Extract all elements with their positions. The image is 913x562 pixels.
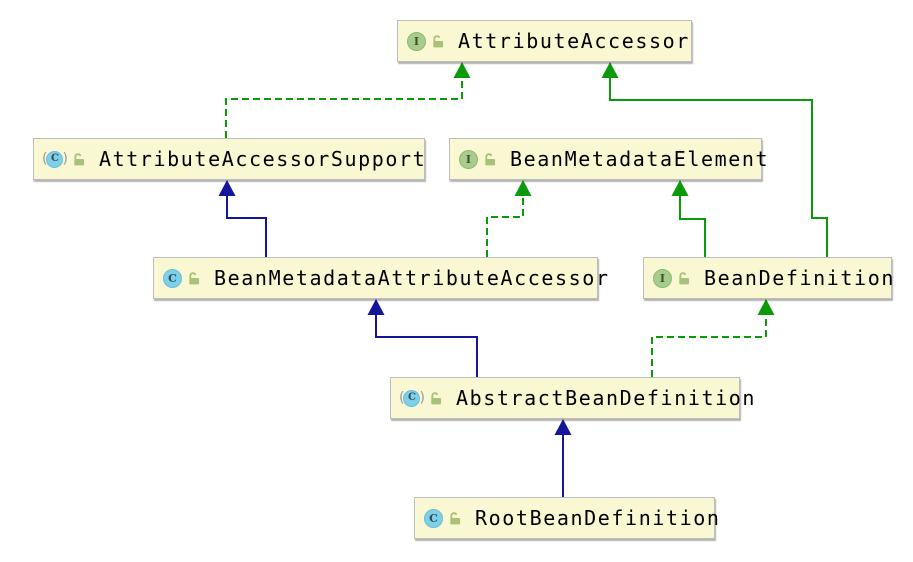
class-name-label: AttributeAccessorSupport xyxy=(98,147,427,171)
edge-line-bd-extends-bme xyxy=(679,196,706,257)
class-node-abstract-bean-definition[interactable]: (C) AbstractBeanDefinition xyxy=(390,377,754,419)
unlocked-padlock-icon xyxy=(429,391,444,406)
class-node-bean-definition[interactable]: I BeanDefinition xyxy=(643,257,895,299)
unlocked-padlock-icon xyxy=(72,152,87,167)
interface-icon: I xyxy=(653,268,672,288)
edge-arrowhead-abd-implements-bd xyxy=(757,299,775,315)
class-node-bean-metadata-attribute-accessor[interactable]: C BeanMetadataAttributeAccessor xyxy=(153,257,608,299)
edge-arrowhead-bmaa-implements-bme xyxy=(514,180,532,196)
edge-arrowhead-rbd-extends-abd xyxy=(554,419,572,435)
edge-arrowhead-abd-extends-bmaa xyxy=(367,299,385,315)
class-node-attribute-accessor-support[interactable]: (C) AttributeAccessorSupport xyxy=(33,138,425,180)
abstract-paren-right: ) xyxy=(419,390,425,406)
unlocked-padlock-icon xyxy=(677,271,692,286)
interface-icon: I xyxy=(459,149,478,169)
unlocked-padlock-icon xyxy=(448,511,463,526)
unlocked-padlock-icon xyxy=(187,271,202,286)
edge-line-abd-implements-bd xyxy=(651,315,767,377)
edge-line-bmaa-implements-bme xyxy=(486,196,524,257)
class-name-label: RootBeanDefinition xyxy=(475,506,721,530)
class-name-label: BeanMetadataAttributeAccessor xyxy=(214,266,610,290)
class-node-root-bean-definition[interactable]: C RootBeanDefinition xyxy=(414,497,719,539)
edge-line-bmaa-extends-aas xyxy=(226,196,267,257)
class-node-bean-metadata-element[interactable]: I BeanMetadataElement xyxy=(449,138,768,180)
abstract-class-icon: (C) xyxy=(399,389,425,407)
class-name-label: BeanDefinition xyxy=(704,266,895,290)
unlocked-padlock-icon xyxy=(483,152,498,167)
edge-arrowhead-bmaa-extends-aas xyxy=(218,180,236,196)
abstract-paren-right: ) xyxy=(62,151,68,167)
class-icon: C xyxy=(163,268,182,288)
interface-icon: I xyxy=(407,31,426,51)
edge-line-abd-extends-bmaa xyxy=(375,315,478,377)
edge-line-aas-implements-aa xyxy=(225,78,463,138)
edge-arrowhead-aas-implements-aa xyxy=(453,62,471,78)
edge-arrowhead-bd-extends-bme xyxy=(671,180,689,196)
abstract-class-icon: (C) xyxy=(42,150,68,168)
class-name-label: AbstractBeanDefinition xyxy=(455,386,757,410)
class-name-label: AttributeAccessor xyxy=(458,29,690,53)
class-name-label: BeanMetadataElement xyxy=(510,147,770,171)
abstract-paren-left: ( xyxy=(42,151,48,167)
class-icon: C xyxy=(46,150,64,168)
abstract-paren-left: ( xyxy=(399,390,405,406)
class-icon: C xyxy=(403,389,421,407)
edge-arrowhead-bd-extends-aa xyxy=(601,62,619,78)
class-node-attribute-accessor[interactable]: I AttributeAccessor xyxy=(397,20,692,62)
unlocked-padlock-icon xyxy=(431,34,446,49)
class-icon: C xyxy=(424,508,443,528)
